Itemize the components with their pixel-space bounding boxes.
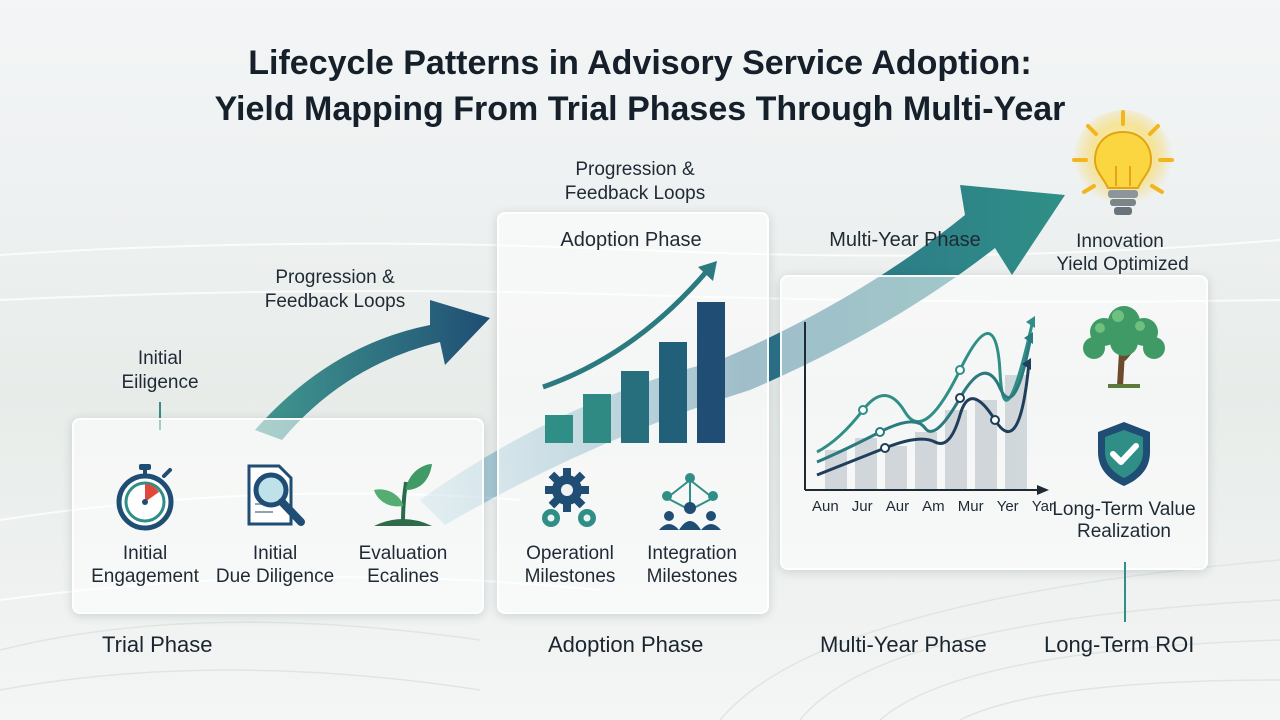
innovation-label-1: Innovation — [1076, 231, 1164, 252]
shield-check-icon — [1098, 422, 1150, 486]
magnifier-document-icon — [247, 464, 305, 526]
multiyear-line-chart — [804, 316, 1049, 495]
trial-item-3-line-2: Ecalines — [367, 566, 439, 587]
x-tick: Yer — [996, 498, 1019, 515]
sprout-icon — [374, 464, 432, 526]
arrow-label-top-1: Progression & — [575, 159, 695, 180]
trial-item-2-line-2: Due Diligence — [215, 566, 335, 587]
bar-1 — [545, 415, 573, 443]
trial-item-2-line-1: Initial — [252, 543, 298, 564]
arrow-trial-to-adoption — [255, 300, 490, 440]
x-tick: Aun — [812, 498, 839, 515]
arrow-label-top-2: Feedback Loops — [564, 183, 706, 204]
ltv-label-2: Realization — [1077, 521, 1171, 542]
series-line-2 — [816, 335, 1033, 464]
title-line-1: Lifecycle Patterns in Advisory Service A… — [248, 44, 1032, 82]
x-tick: Am — [922, 498, 945, 515]
bar-5 — [697, 302, 725, 443]
title-line-2: Yield Mapping From Trial Phases Through … — [214, 90, 1066, 128]
bar-4 — [659, 342, 687, 443]
adoption-item-2-line-1: Integration — [647, 543, 737, 564]
adoption-phase-label: Adoption Phase — [548, 632, 704, 657]
bar-2 — [583, 394, 611, 443]
lightbulb-icon — [1072, 110, 1174, 215]
long-term-roi-label: Long-Term ROI — [1044, 632, 1195, 657]
multiyear-phase-label: Multi-Year Phase — [820, 632, 987, 657]
adoption-item-1-line-1: Operationl — [526, 543, 614, 564]
x-tick: Jur — [851, 498, 873, 515]
x-tick-row: Aun Jur Aur Am Mur Yer Yar — [812, 498, 1054, 515]
stopwatch-icon — [116, 464, 174, 531]
bar-3 — [621, 371, 649, 443]
adoption-item-1-line-2: Milestones — [524, 566, 616, 587]
trial-item-1-line-2: Engagement — [91, 566, 199, 587]
x-tick: Mur — [957, 498, 984, 515]
innovation-label-2: Yield Optimized — [1056, 254, 1189, 275]
adoption-bar-chart — [542, 261, 725, 443]
trial-callout-1: Initial — [137, 348, 183, 369]
ltv-label-1: Long-Term Value — [1052, 499, 1196, 520]
roi-connector — [1124, 562, 1126, 622]
adoption-panel-title: Adoption Phase — [560, 229, 702, 251]
multiyear-panel-title: Multi-Year Phase — [829, 229, 981, 251]
trial-callout-2: Eiligence — [121, 372, 199, 393]
gears-icon — [542, 468, 596, 527]
trend-arrow — [542, 269, 709, 390]
callout-connector — [159, 402, 161, 430]
x-tick: Aur — [885, 498, 910, 515]
network-people-icon — [659, 473, 721, 530]
series-line-3 — [816, 361, 1031, 477]
arrow-label-left-1: Progression & — [275, 267, 395, 288]
trial-item-1-line-1: Initial — [122, 543, 168, 564]
trial-item-3-line-1: Evaluation — [358, 543, 448, 564]
arrow-label-left-2: Feedback Loops — [264, 291, 406, 312]
adoption-item-2-line-2: Milestones — [646, 566, 738, 587]
x-tick: Yar — [1031, 498, 1054, 515]
trial-phase-label: Trial Phase — [102, 632, 213, 657]
tree-icon — [1083, 306, 1165, 388]
